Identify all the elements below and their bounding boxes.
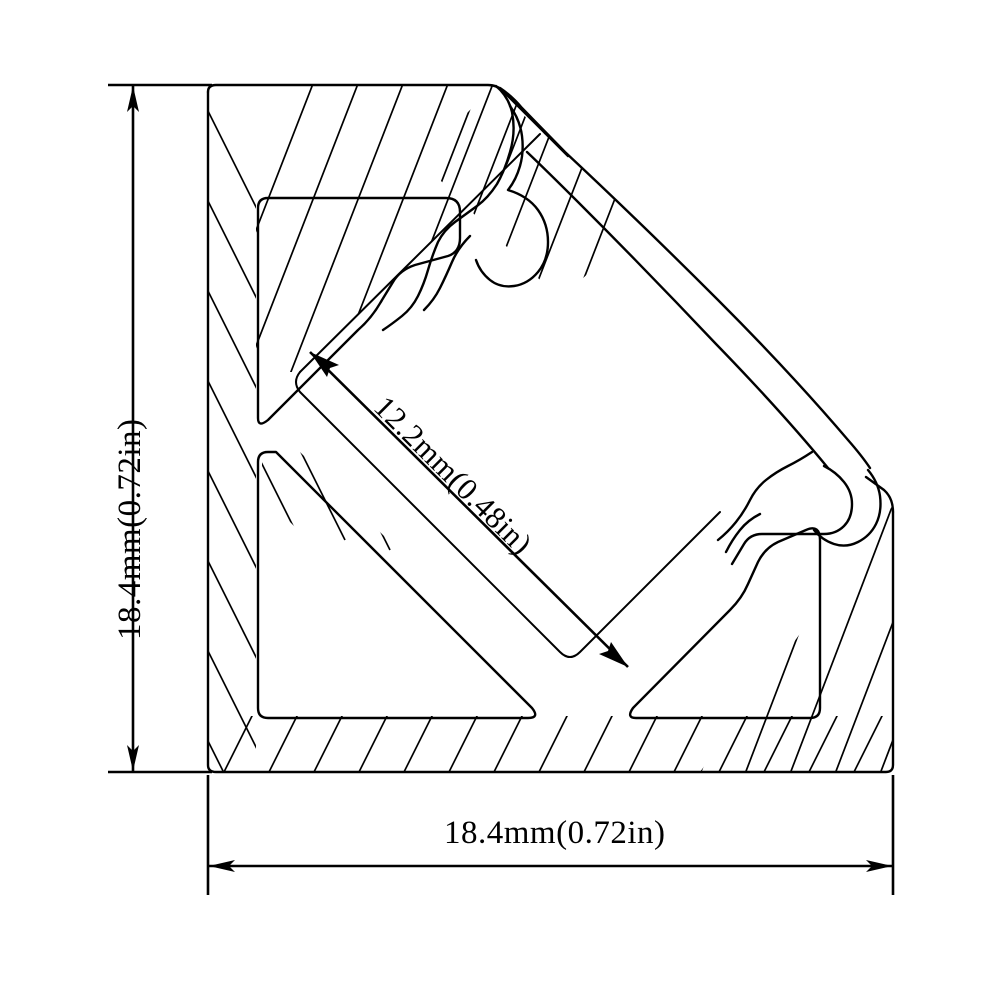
horizontal-dimension — [206, 775, 895, 895]
upper-left-cavity — [256, 196, 462, 425]
vertical-dimension — [108, 83, 212, 774]
lower-left-cavity — [256, 450, 537, 720]
led-channel-outline — [295, 133, 721, 658]
profile-body-outline — [206, 83, 895, 774]
diffuser-cover — [498, 86, 872, 470]
diagonal-dimension — [309, 351, 629, 668]
horizontal-dimension-label: 18.4mm(0.72in) — [444, 815, 666, 851]
lower-right-cavity — [628, 527, 822, 720]
vertical-dimension-label: 18.4mm(0.72in) — [112, 418, 148, 640]
right-snap-clip — [716, 450, 882, 566]
